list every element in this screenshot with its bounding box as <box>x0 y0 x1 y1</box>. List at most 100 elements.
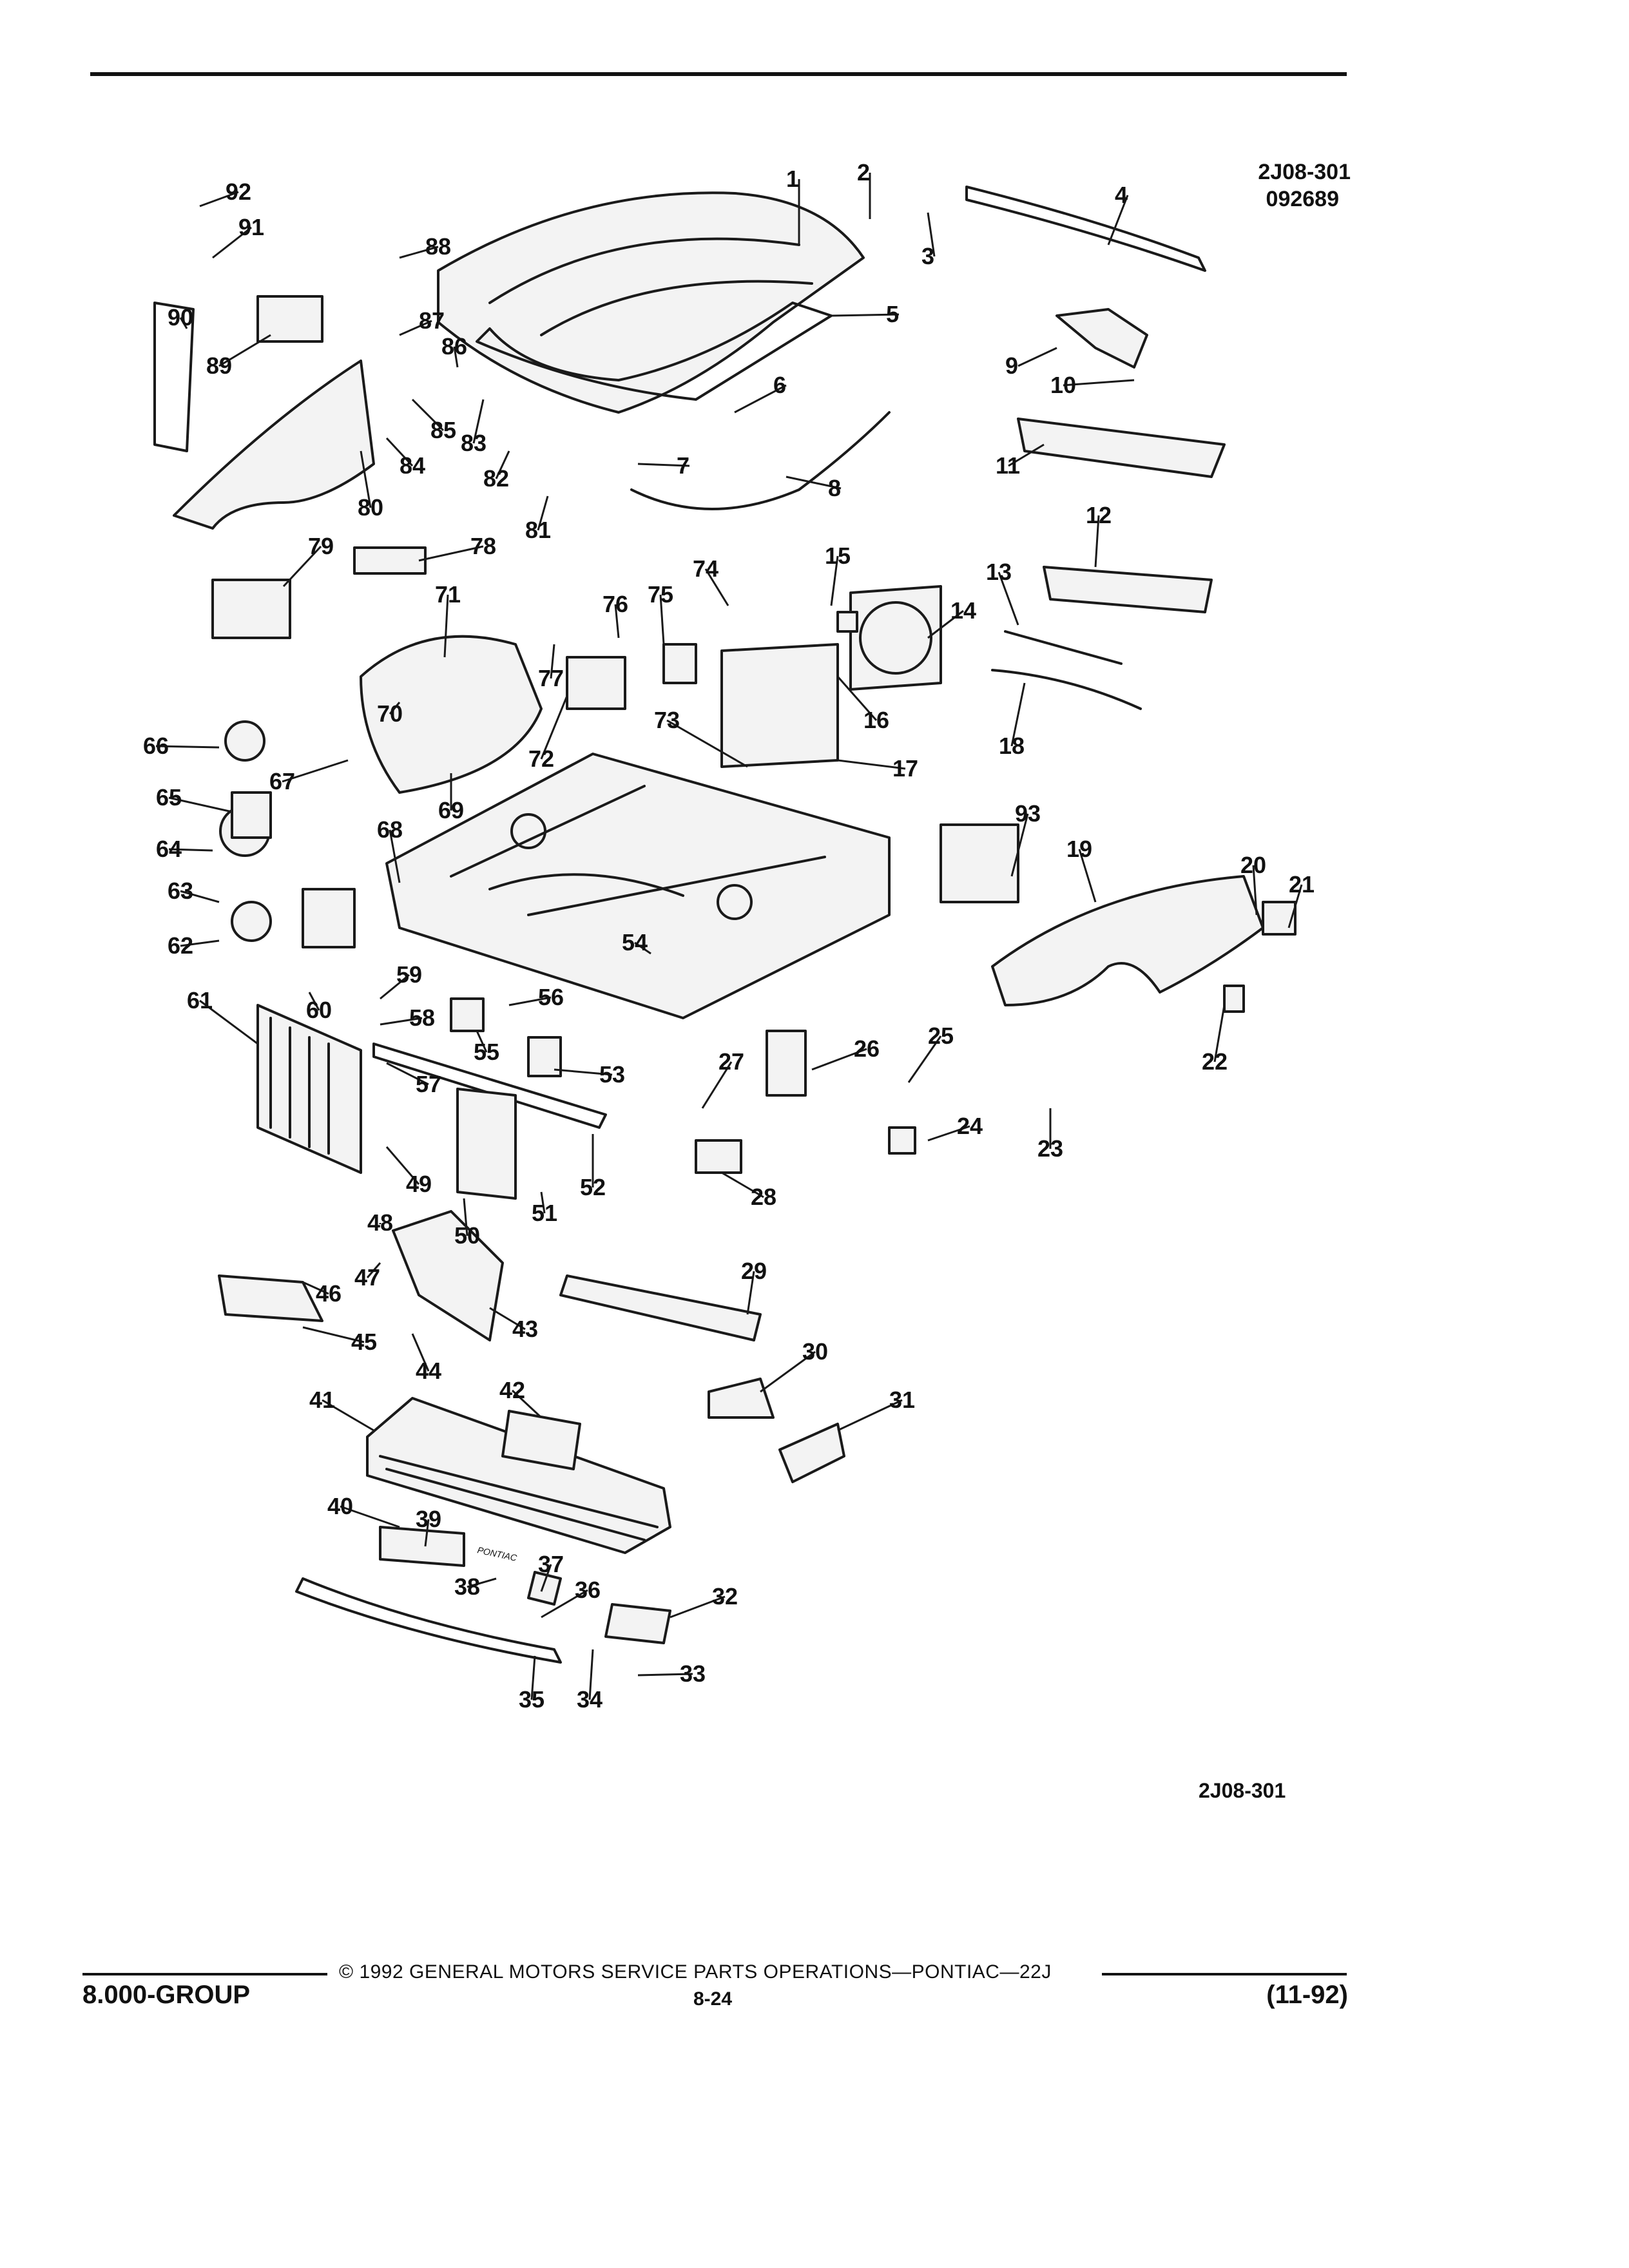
callout-leader-11 <box>1008 443 1045 467</box>
hood-hinge-drawing <box>1055 308 1148 369</box>
callout-67: 67 <box>269 768 295 794</box>
canister-drawing <box>231 791 272 839</box>
hood-seal-drawing <box>965 186 1206 272</box>
callout-leader-89 <box>218 334 271 367</box>
reference-code: 2J08-301 <box>1258 160 1351 184</box>
callout-55: 55 <box>474 1039 499 1065</box>
air-duct-drawing <box>211 579 291 639</box>
callout-leader-22 <box>1213 1004 1226 1062</box>
callout-leader-80 <box>360 450 372 508</box>
callout-leader-51 <box>540 1191 546 1214</box>
callout-leader-50 <box>463 1198 468 1236</box>
callout-leader-61 <box>199 999 258 1045</box>
support-bracket-drawing <box>450 997 485 1032</box>
callout-leader-38 <box>467 1577 497 1588</box>
horn-bracket-drawing <box>302 888 356 948</box>
callout-25: 25 <box>928 1023 954 1049</box>
callout-leader-56 <box>508 996 552 1006</box>
callout-leader-20 <box>1252 865 1258 916</box>
callout-64: 64 <box>156 836 182 862</box>
hood-release-cable-drawing <box>630 411 891 510</box>
callout-72: 72 <box>528 745 554 772</box>
callout-9: 9 <box>1005 352 1018 379</box>
cowl-vent-grille-drawing <box>1017 418 1226 478</box>
callout-43: 43 <box>512 1316 538 1342</box>
callout-93: 93 <box>1015 800 1041 827</box>
callout-leader-45 <box>302 1326 365 1343</box>
callout-3: 3 <box>921 243 934 269</box>
callout-leader-59 <box>380 974 410 1000</box>
callout-leader-35 <box>530 1655 536 1700</box>
callout-leader-75 <box>659 594 665 645</box>
callout-leader-18 <box>1010 682 1026 747</box>
support-rod-drawing <box>991 669 1142 710</box>
callout-leader-17 <box>837 759 906 770</box>
callout-86: 86 <box>441 333 467 360</box>
callout-81: 81 <box>525 517 551 543</box>
callout-leader-16 <box>836 676 878 721</box>
callout-leader-93 <box>1010 813 1029 877</box>
callout-84: 84 <box>400 452 425 479</box>
clamp-lower-drawing <box>231 901 272 942</box>
callout-92: 92 <box>226 178 251 205</box>
callout-leader-77 <box>550 644 555 679</box>
bumper-script: PONTIAC <box>476 1544 518 1563</box>
callout-leader-46 <box>302 1281 329 1295</box>
callout-leader-3 <box>927 212 936 257</box>
callout-89: 89 <box>206 352 232 379</box>
copyright-notice: © 1992 GENERAL MOTORS SERVICE PARTS OPER… <box>339 1961 1052 1983</box>
callout-leader-49 <box>385 1146 420 1185</box>
callout-51: 51 <box>532 1200 557 1226</box>
callout-leader-90 <box>179 317 188 329</box>
callout-leader-57 <box>386 1062 429 1086</box>
callout-38: 38 <box>454 1573 480 1600</box>
callout-13: 13 <box>986 559 1012 585</box>
callout-57: 57 <box>416 1071 441 1097</box>
callout-26: 26 <box>854 1035 880 1062</box>
fog-lamp-drawing <box>501 1410 581 1470</box>
callout-leader-55 <box>476 1030 488 1053</box>
callout-11: 11 <box>996 452 1020 479</box>
callout-2: 2 <box>857 159 870 186</box>
callout-76: 76 <box>602 591 628 617</box>
bumper-bracket-drawing <box>218 1274 323 1322</box>
callout-61: 61 <box>187 987 213 1014</box>
condenser-drawing <box>720 643 839 768</box>
callout-21: 21 <box>1289 871 1315 898</box>
callout-leader-41 <box>322 1399 374 1432</box>
callout-leader-19 <box>1078 849 1097 903</box>
callout-36: 36 <box>575 1577 601 1603</box>
callout-leader-13 <box>998 572 1019 626</box>
callout-leader-91 <box>212 226 252 259</box>
callout-leader-5 <box>831 313 900 317</box>
callout-6: 6 <box>773 372 786 398</box>
callout-30: 30 <box>802 1338 828 1365</box>
callout-leader-67 <box>282 759 349 783</box>
callout-54: 54 <box>622 929 648 956</box>
callout-56: 56 <box>538 984 564 1010</box>
callout-leader-71 <box>443 594 449 658</box>
callout-28: 28 <box>751 1184 776 1210</box>
callout-41: 41 <box>309 1387 335 1413</box>
callout-leader-82 <box>495 450 510 479</box>
lamp-socket-drawing <box>888 1126 916 1155</box>
callout-65: 65 <box>156 784 182 811</box>
cowl-panel-drawing <box>1043 566 1213 613</box>
callout-leader-44 <box>411 1333 430 1372</box>
callout-leader-39 <box>424 1519 430 1547</box>
callout-leader-26 <box>811 1048 867 1071</box>
callout-leader-29 <box>746 1271 755 1315</box>
callout-leader-85 <box>411 398 445 432</box>
callout-leader-47 <box>366 1262 381 1278</box>
footer-rule-left <box>82 1973 327 1975</box>
callout-50: 50 <box>454 1222 480 1249</box>
fender-liner-drawing <box>1262 901 1296 936</box>
license-plate-bracket-drawing <box>604 1603 671 1644</box>
parking-lamp-drawing <box>708 1378 775 1419</box>
callout-24: 24 <box>957 1113 983 1139</box>
footer-rule-right <box>1102 1973 1347 1975</box>
callout-leader-31 <box>837 1399 903 1432</box>
callout-73: 73 <box>654 707 680 733</box>
jack-drawing <box>766 1030 807 1097</box>
